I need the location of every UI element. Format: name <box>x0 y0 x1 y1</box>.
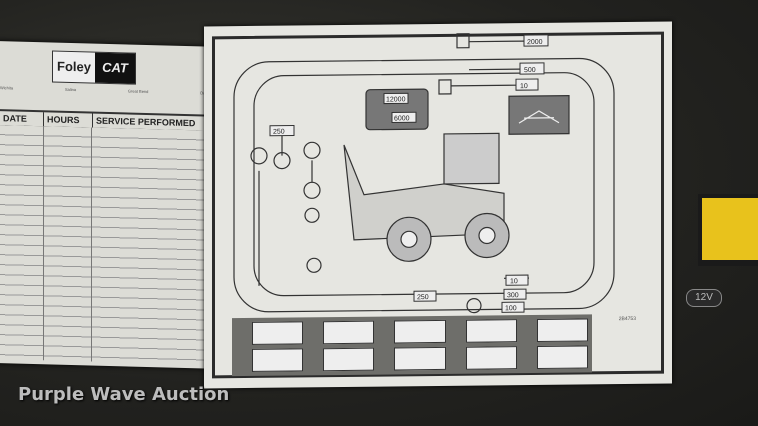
interval-250-bottom: 250 <box>417 294 429 301</box>
fuel-filter-icon <box>456 33 470 49</box>
filter-icon <box>304 207 320 223</box>
service-checklist-boxes <box>232 314 592 377</box>
warning-sticker <box>698 194 758 266</box>
watermark: Purple Wave Auction <box>18 384 230 405</box>
coolant-icon <box>303 141 321 159</box>
service-log-sheet: Foley CAT Wichita Salina Great Bend Dodg… <box>0 41 224 369</box>
outer-path <box>233 57 615 313</box>
gear-icon <box>466 298 482 314</box>
interval-300: 300 <box>507 292 519 299</box>
interval-10: 10 <box>520 83 528 90</box>
interval-2000: 2000 <box>527 39 543 46</box>
filter-icon <box>306 257 322 273</box>
fuel-filter-icon <box>438 79 452 95</box>
warning-triangle-icon <box>702 198 758 260</box>
manual-icon <box>508 95 570 135</box>
interval-6000: 6000 <box>394 115 410 122</box>
interval-10-right: 10 <box>510 278 518 285</box>
interval-500: 500 <box>524 67 536 74</box>
dealer-logo: Foley CAT <box>52 50 136 85</box>
interval-12000: 12000 <box>386 96 406 103</box>
maintenance-decal: 2000 500 10 12000 6000 250 250 10 300 10… <box>204 21 672 389</box>
book-wrench-icon <box>518 110 560 124</box>
dealer-locations: Wichita Salina Great Bend Dodge City <box>0 85 220 96</box>
log-rows <box>0 125 218 365</box>
maintenance-diagram: 2000 500 10 12000 6000 250 250 10 300 10… <box>233 33 615 314</box>
loader-body <box>343 144 505 241</box>
hydraulic-icon <box>303 181 321 199</box>
voltage-badge: 12V <box>686 289 722 307</box>
part-code: 2B4753 <box>618 315 636 323</box>
interval-250: 250 <box>273 129 285 136</box>
engine-grille <box>443 132 500 185</box>
oil-icon <box>250 147 268 165</box>
interval-100: 100 <box>505 305 517 312</box>
